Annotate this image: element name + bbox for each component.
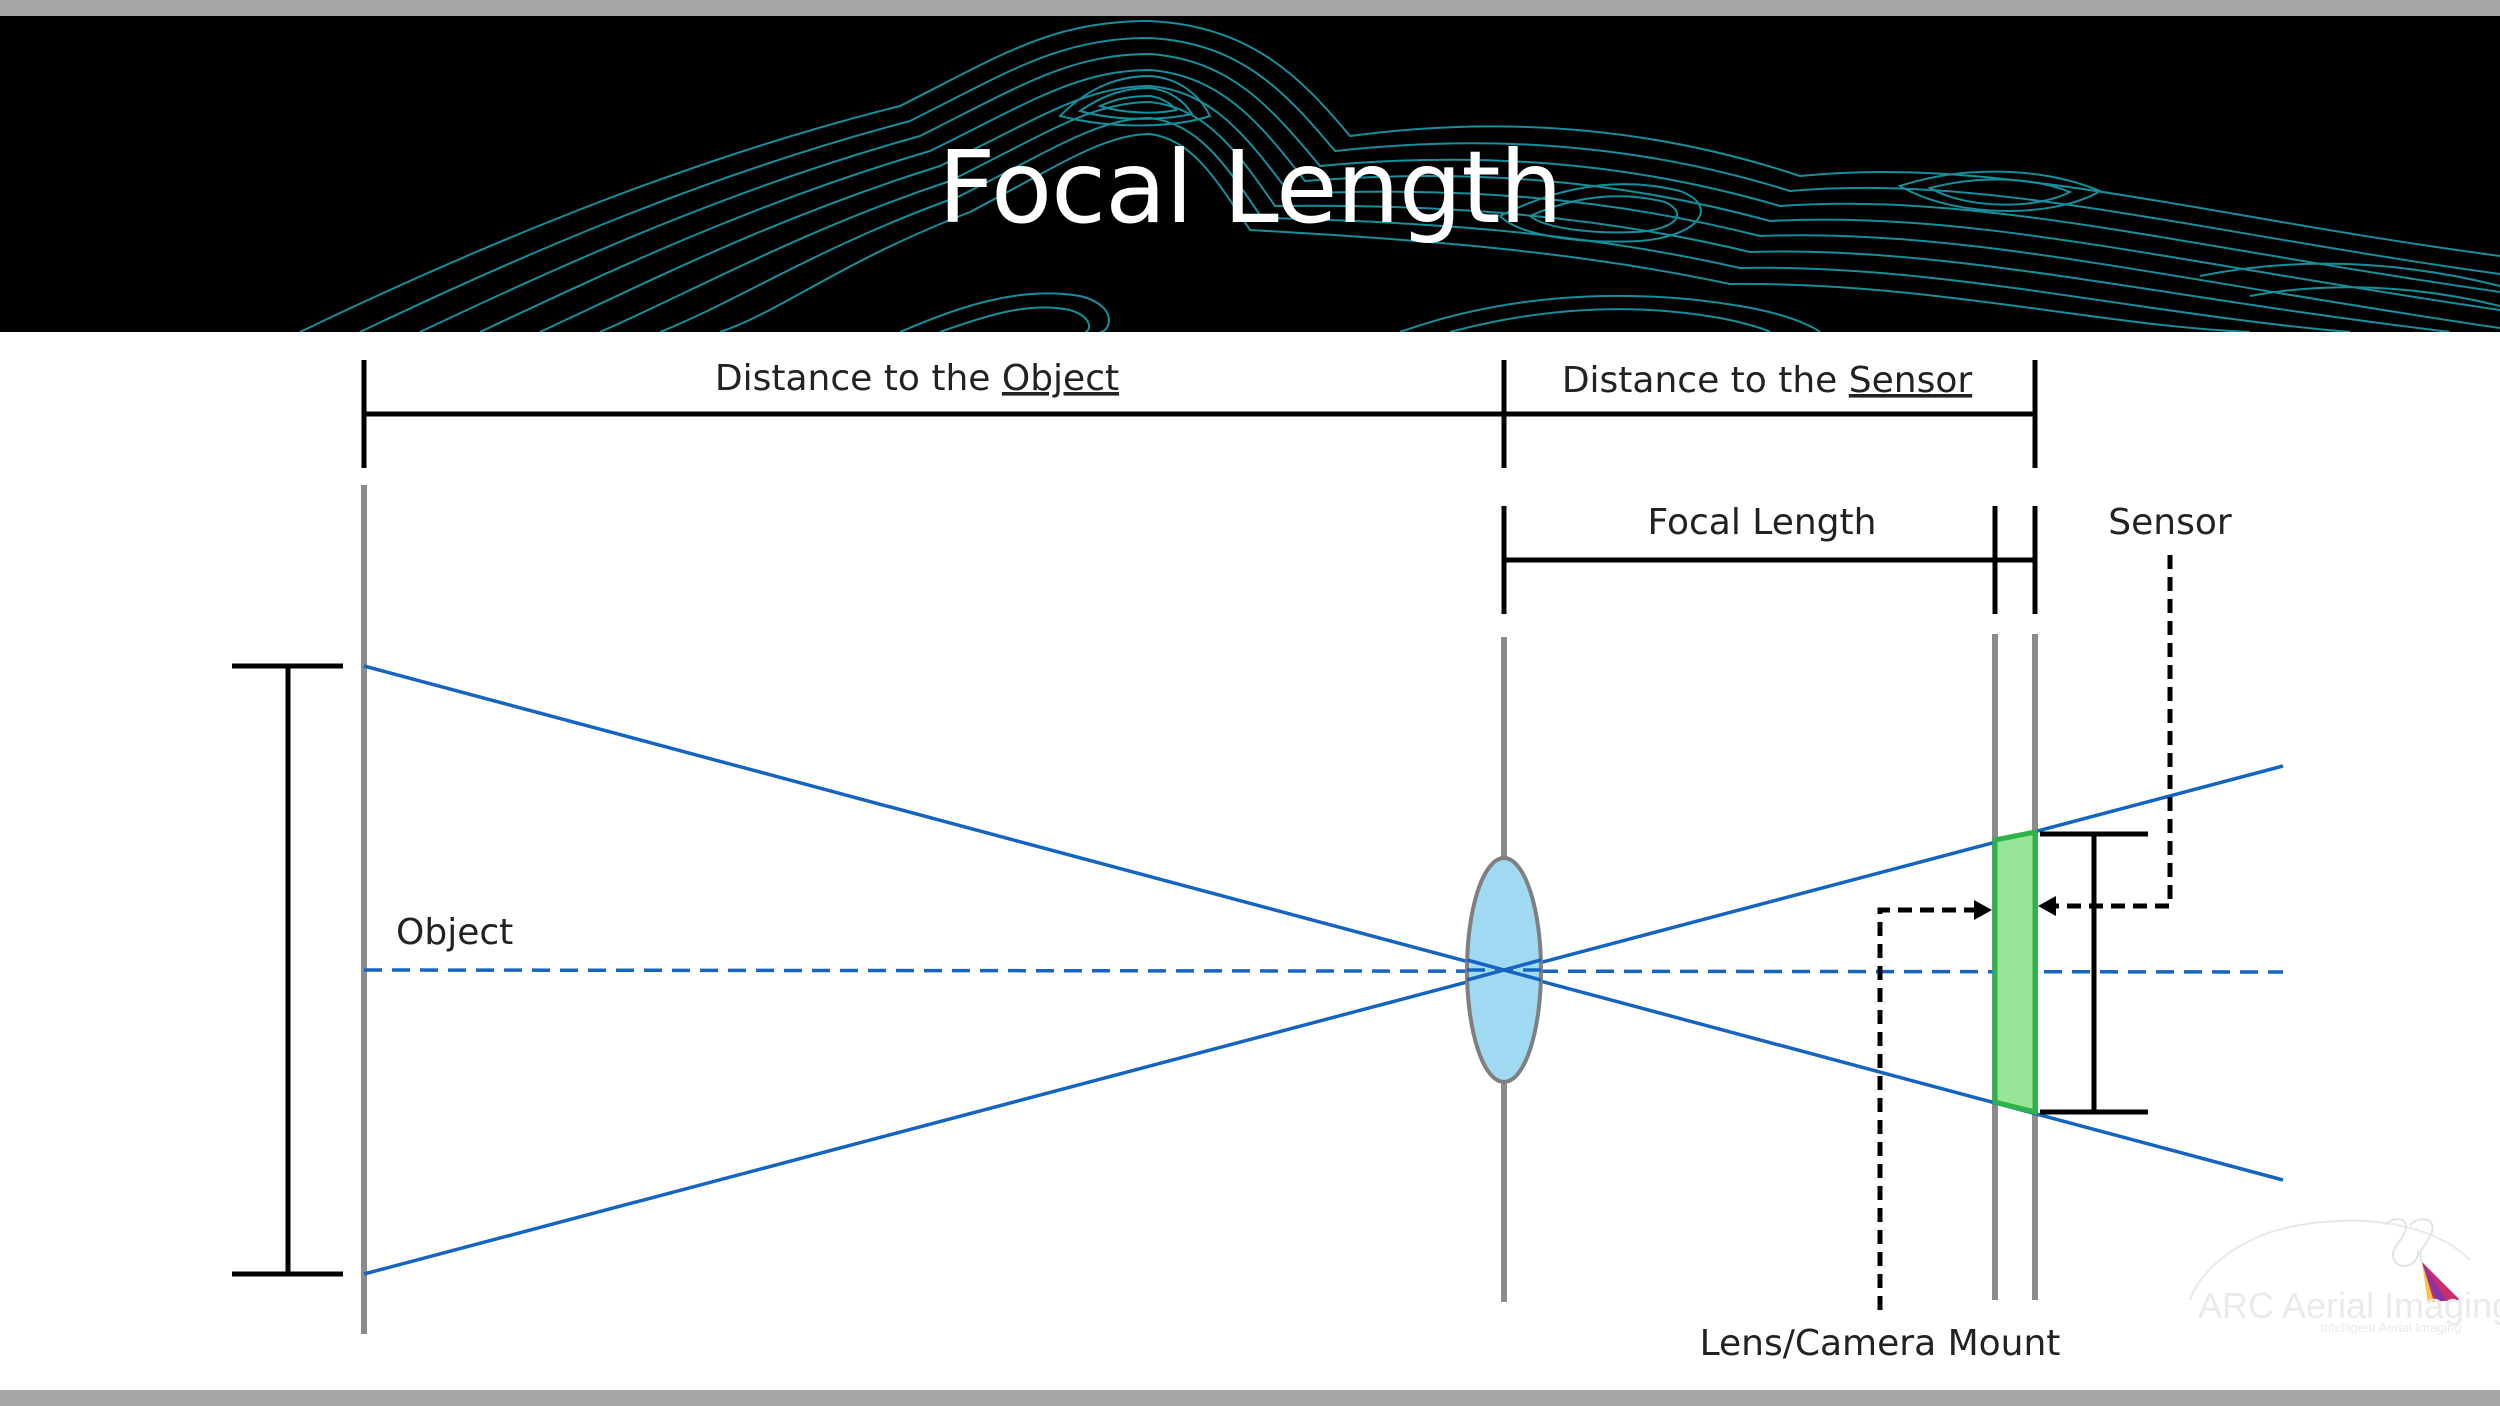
focal-length-label: Focal Length (1648, 502, 1877, 543)
page-title: Focal Length (938, 129, 1563, 246)
title-banner: Focal Length (0, 16, 2500, 332)
mount-leader-line (1877, 907, 1978, 1310)
object-label: Object (396, 912, 513, 953)
distance-sensor-label: Distance to the Sensor (1562, 360, 1973, 401)
ray-top-to-bottom (363, 664, 2284, 1182)
sensor-label: Sensor (2108, 502, 2232, 543)
top-frame-bar (0, 0, 2500, 16)
ray-bottom-to-top (363, 764, 2284, 1276)
sensor-leader-line (2052, 555, 2173, 909)
logo-script-mark-2 (2409, 1218, 2434, 1263)
lens-mount-label: Lens/Camera Mount (1700, 1323, 2061, 1364)
mount-leader-arrowhead (1974, 900, 1992, 920)
sensor-leader-arrowhead (2038, 896, 2056, 916)
distance-object-label: Distance to the Object (715, 358, 1119, 399)
logo-prism (2422, 1262, 2460, 1302)
logo-prism-band (2422, 1262, 2446, 1301)
company-logo: ARC Aerial Imaging Intelligent Aerial Im… (2189, 1218, 2500, 1335)
optical-axis (363, 968, 2284, 974)
topographic-contour-graphic (299, 19, 2500, 332)
logo-arc (2189, 1219, 2471, 1301)
bottom-frame-bar (0, 1390, 2500, 1406)
logo-name: ARC Aerial Imaging (2198, 1285, 2500, 1326)
logo-script-mark (2384, 1218, 2420, 1268)
sensor-image-area (1992, 828, 2038, 1116)
logo-tagline: Intelligent Aerial Imaging (2320, 1320, 2462, 1335)
logo-prism-band-2 (2422, 1262, 2434, 1302)
